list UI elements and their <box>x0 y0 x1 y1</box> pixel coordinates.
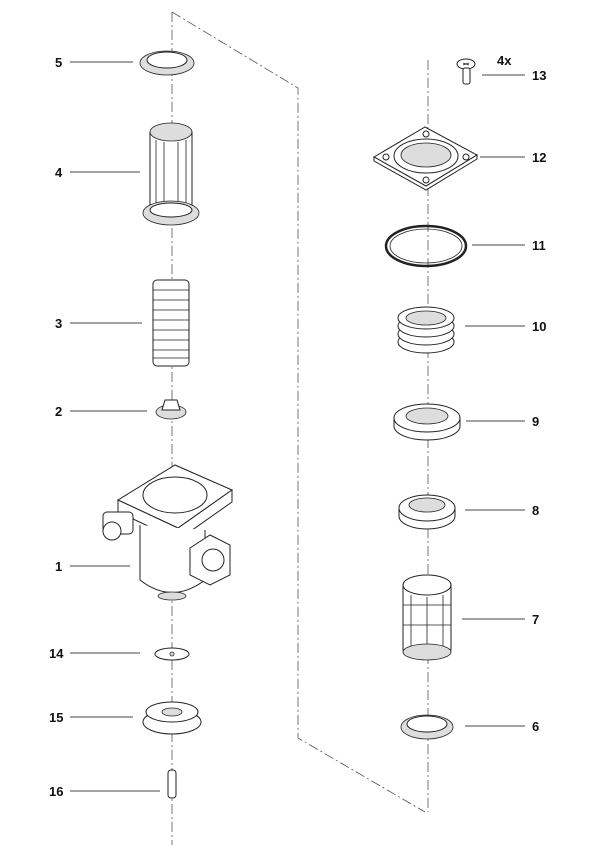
callout-1: 1 <box>55 559 62 574</box>
callout-11: 11 <box>532 238 546 253</box>
callout-6: 6 <box>532 719 539 734</box>
callout-8: 8 <box>532 503 539 518</box>
callout-15: 15 <box>49 710 63 725</box>
callout-12: 12 <box>532 150 546 165</box>
part-1-valve-body <box>102 464 234 601</box>
callout-13: 13 <box>532 68 546 83</box>
part-15-bottom-cap <box>142 701 202 735</box>
callout-7: 7 <box>532 612 539 627</box>
callout-3: 3 <box>55 316 62 331</box>
assembly-axis-lines <box>171 11 429 845</box>
part-12-cover-plate <box>372 126 479 191</box>
part-9-washer <box>393 403 461 441</box>
part-8-threaded-ring <box>398 494 456 530</box>
callout-4: 4 <box>55 165 63 180</box>
quantity-note: 4x <box>497 53 512 68</box>
part-10-bellows <box>397 306 455 354</box>
callout-9: 9 <box>532 414 539 429</box>
callout-14: 14 <box>49 646 64 661</box>
part-4-filter-cartridge <box>142 122 200 226</box>
part-6-retaining-ring <box>400 714 454 740</box>
part-16-pin <box>167 769 177 799</box>
callout-5: 5 <box>55 55 62 70</box>
leader-lines <box>70 61 525 792</box>
part-7-valve-insert <box>402 574 452 661</box>
callout-2: 2 <box>55 404 62 419</box>
part-11-o-ring <box>384 224 468 268</box>
part-13-screw <box>456 58 476 85</box>
part-5-seal-ring <box>139 50 195 76</box>
callout-16: 16 <box>49 784 63 799</box>
part-3-spring <box>152 279 190 367</box>
callout-10: 10 <box>532 319 546 334</box>
part-2-valve-cone <box>155 399 187 420</box>
part-14-disc <box>154 647 190 661</box>
